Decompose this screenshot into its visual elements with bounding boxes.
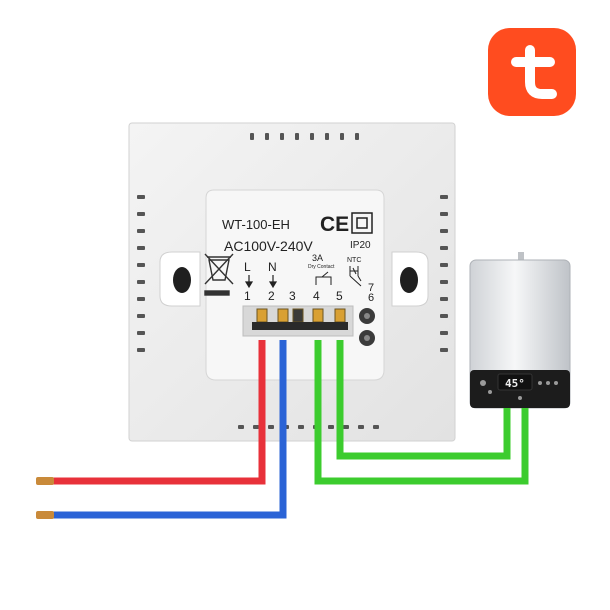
wires xyxy=(52,340,529,519)
neutral-wire-tip xyxy=(36,511,54,519)
vent-slot xyxy=(295,133,299,140)
terminal-number-7: 7 xyxy=(368,282,374,294)
live-wire xyxy=(52,340,266,485)
vent-slot xyxy=(137,195,145,199)
model-label: WT-100-EH xyxy=(222,217,290,232)
ce-mark: CE xyxy=(320,213,349,236)
vent-slot xyxy=(268,425,274,429)
vent-slot xyxy=(238,425,244,429)
terminal-number-2: 2 xyxy=(268,289,275,303)
terminal-number-4: 4 xyxy=(313,289,320,303)
water-heater: 45° xyxy=(469,252,571,409)
vent-slot xyxy=(137,246,145,250)
vent-slot xyxy=(325,133,329,140)
heater-display-value: 45° xyxy=(505,377,525,390)
vent-slot xyxy=(440,195,448,199)
sensor-connector xyxy=(359,308,375,346)
vent-slot xyxy=(440,263,448,267)
weee-disposal-icon xyxy=(204,253,234,296)
voltage-label: AC100V-240V xyxy=(224,238,313,254)
vent-slot xyxy=(137,331,145,335)
contact-wire-terminal-4 xyxy=(314,340,529,485)
thermostat-module: WT-100-EH CE AC100V-240V IP20 L N 3A Dry… xyxy=(204,189,385,381)
line-label: L xyxy=(244,260,251,274)
vent-slot xyxy=(250,133,254,140)
vent-slot xyxy=(137,263,145,267)
vent-slot xyxy=(137,314,145,318)
terminal-screw xyxy=(277,308,289,323)
vent-slot xyxy=(355,133,359,140)
double-insulation-icon xyxy=(351,212,373,234)
vent-slot xyxy=(440,280,448,284)
mounting-ear-left xyxy=(159,251,201,307)
heater-buttons xyxy=(480,380,558,400)
input-arrows xyxy=(244,275,278,289)
ntc-label: NTC xyxy=(347,257,361,264)
neutral-label: N xyxy=(268,260,277,274)
dry-contact-label: Dry Contact xyxy=(308,264,335,270)
relay-rating-label: 3A xyxy=(312,253,323,263)
stripped-wire-ends xyxy=(36,477,54,519)
vent-slot xyxy=(440,229,448,233)
vent-slot xyxy=(137,280,145,284)
vent-slot xyxy=(343,425,349,429)
ntc-sensor-icon xyxy=(349,266,362,287)
vent-slot xyxy=(358,425,364,429)
vent-slot xyxy=(340,133,344,140)
terminal-screw xyxy=(256,308,268,323)
live-wire-tip xyxy=(36,477,54,485)
vent-slot xyxy=(137,229,145,233)
vent-slot xyxy=(373,425,379,429)
vent-slot xyxy=(440,246,448,250)
terminal-block xyxy=(242,305,354,337)
panel-vents xyxy=(137,133,448,429)
tuya-logo xyxy=(488,28,576,116)
vent-slot xyxy=(310,133,314,140)
tuya-t-icon xyxy=(511,45,557,99)
relay-switch-icon xyxy=(315,271,332,285)
terminal-number-5: 5 xyxy=(336,289,343,303)
neutral-wire xyxy=(52,340,287,519)
vent-slot xyxy=(440,348,448,352)
vent-slot xyxy=(137,297,145,301)
vent-slot xyxy=(440,331,448,335)
terminal-number-1: 1 xyxy=(244,289,251,303)
vent-slot xyxy=(328,425,334,429)
vent-slot xyxy=(253,425,259,429)
mounting-ear-right xyxy=(391,251,429,307)
vent-slot xyxy=(137,212,145,216)
terminal-screw xyxy=(292,308,304,323)
terminal-number-6: 6 xyxy=(368,292,374,304)
terminal-screw xyxy=(334,308,346,323)
vent-slot xyxy=(440,212,448,216)
vent-slot xyxy=(440,314,448,318)
vent-slot xyxy=(440,297,448,301)
vent-slot xyxy=(280,133,284,140)
vent-slot xyxy=(298,425,304,429)
vent-slot xyxy=(137,348,145,352)
vent-slot xyxy=(265,133,269,140)
terminal-screw xyxy=(312,308,324,323)
terminal-number-3: 3 xyxy=(289,289,296,303)
contact-wire-terminal-5 xyxy=(336,340,511,460)
ip-rating-label: IP20 xyxy=(350,240,371,251)
